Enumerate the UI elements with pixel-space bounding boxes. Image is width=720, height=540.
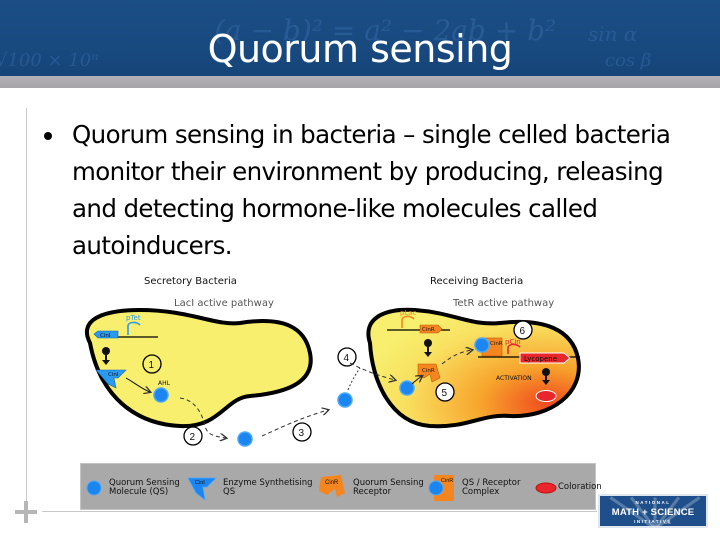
slide-header: (a − b)² = a² − 2ab + b² sin α cos β √10… <box>0 0 720 76</box>
receptor-icon: CinR <box>319 474 345 497</box>
background-equation: sin α <box>588 22 638 46</box>
bullet-text: Quorum sensing in bacteria – single cell… <box>72 120 671 260</box>
svg-text:CinR: CinR <box>325 480 339 486</box>
nms-logo: NATIONAL MATH + SCIENCE INITIATIVE <box>598 494 708 528</box>
svg-text:CinI: CinI <box>195 480 205 486</box>
logo-line-initiative: INITIATIVE <box>634 519 672 524</box>
legend-item-coloration: Coloration <box>535 464 602 511</box>
enzyme-icon: CinI <box>187 477 217 501</box>
sunburst-icon <box>609 496 701 526</box>
coloration-icon <box>535 482 557 493</box>
left-guide-line <box>26 108 27 501</box>
logo-line-national: NATIONAL <box>635 500 671 505</box>
complex-icon: CinR <box>428 474 454 501</box>
svg-text:Lycopene: Lycopene <box>524 355 557 363</box>
header-divider <box>0 76 720 88</box>
svg-text:ACTIVATION: ACTIVATION <box>496 375 532 382</box>
svg-text:4: 4 <box>344 353 350 364</box>
secretory-subtitle: LacI active pathway <box>174 298 274 309</box>
secretory-cell <box>84 307 313 429</box>
background-equation: (a − b)² = a² − 2ab + b² <box>214 14 557 47</box>
svg-text:1: 1 <box>149 360 155 371</box>
bullet-icon <box>44 132 52 140</box>
slide-number: 11 <box>664 519 672 526</box>
svg-text:6: 6 <box>520 326 526 337</box>
secretory-title: Secretory Bacteria <box>144 276 237 287</box>
svg-text:AHL: AHL <box>158 380 171 387</box>
svg-text:5: 5 <box>442 388 448 399</box>
qs-molecule-icon <box>86 480 102 495</box>
svg-text:CinR: CinR <box>422 327 435 333</box>
logo-line-main: MATH + SCIENCE <box>611 507 695 518</box>
background-equation: √100 × 10ⁿ <box>0 50 99 71</box>
slide-title: Quorum sensing <box>207 27 513 71</box>
bottom-guide-line <box>42 511 597 512</box>
receiving-title: Receiving Bacteria <box>430 276 523 287</box>
svg-text:CinI: CinI <box>100 333 111 339</box>
receiving-subtitle: TetR active pathway <box>452 298 554 309</box>
receiving-cell <box>366 307 581 429</box>
svg-text:2: 2 <box>190 432 196 443</box>
svg-text:CinR: CinR <box>490 341 503 347</box>
quorum-sensing-diagram: Secretory Bacteria LacI active pathway p… <box>80 268 600 463</box>
svg-text:CinR: CinR <box>441 478 453 484</box>
svg-text:3: 3 <box>299 428 305 439</box>
svg-text:CinR: CinR <box>422 368 435 374</box>
plus-decoration-icon <box>15 501 37 523</box>
svg-text:CinI: CinI <box>108 372 119 378</box>
svg-text:pTet: pTet <box>126 314 141 322</box>
svg-text:pCin: pCin <box>505 338 521 346</box>
svg-text:pLac: pLac <box>400 309 417 317</box>
background-equation: cos β <box>605 50 652 71</box>
